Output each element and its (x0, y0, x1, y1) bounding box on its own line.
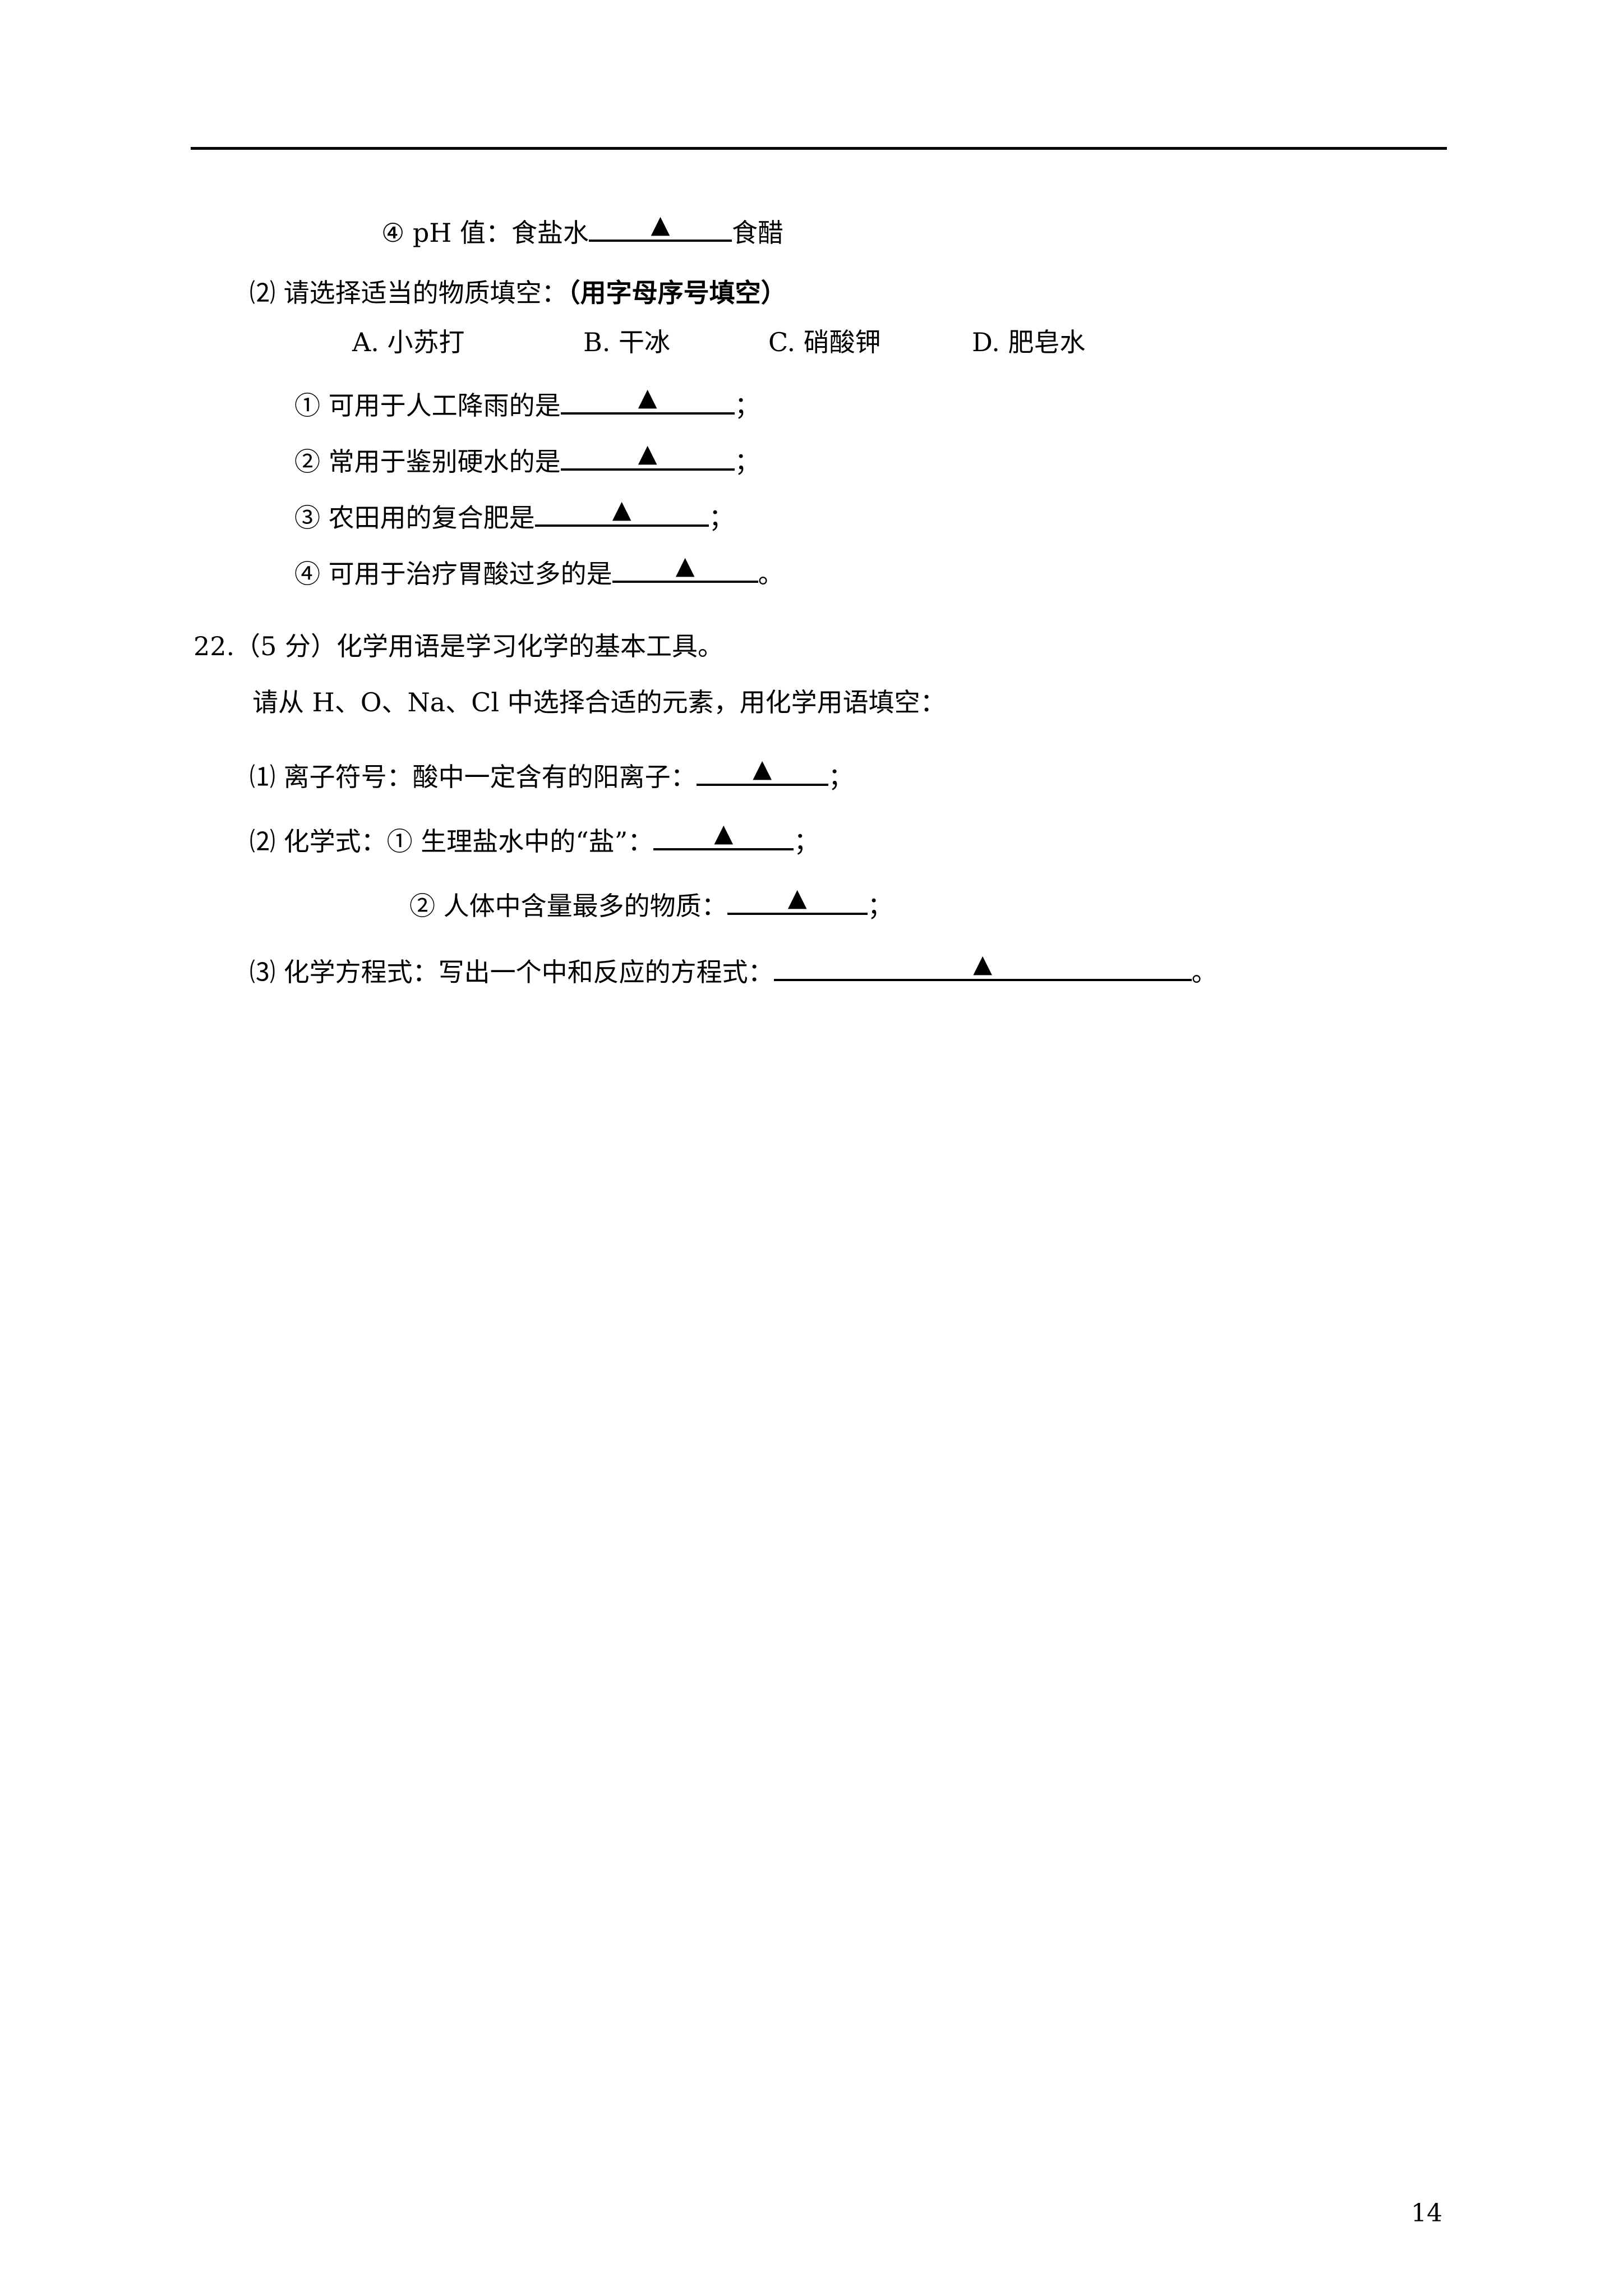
q21-2-item-3: ③ 农田用的复合肥是▲； (294, 495, 735, 533)
q22-part-2a: ⑵ 化学式：① 生理盐水中的“盐”：▲； (250, 819, 820, 857)
q22-intro: 请从 H、O、Na、Cl 中选择合适的元素，用化学用语填空： (252, 687, 946, 717)
answer-blank[interactable]: ▲ (560, 383, 735, 415)
answer-blank[interactable]: ▲ (534, 495, 709, 527)
triangle-marker-icon: ▲ (973, 950, 993, 978)
answer-blank[interactable]: ▲ (589, 210, 732, 242)
triangle-marker-icon: ▲ (612, 495, 631, 524)
q22-title: 22.（5 分）化学用语是学习化学的基本工具。 (193, 631, 724, 661)
option-c: C. 硝酸钾 (768, 327, 881, 357)
answer-blank[interactable]: ▲ (773, 950, 1192, 981)
q22-part-1: ⑴ 离子符号：酸中一定含有的阳离子：▲； (250, 754, 854, 793)
triangle-marker-icon: ▲ (651, 210, 670, 239)
q21-2-options: A. 小苏打 B. 干冰 C. 硝酸钾 D. 肥皂水 (352, 325, 1086, 359)
answer-blank[interactable]: ▲ (612, 551, 758, 583)
q21-1-item-4: ④ pH 值：食盐水▲食醋 (381, 210, 784, 249)
triangle-marker-icon: ▲ (638, 383, 657, 412)
q21-2-item-1: ① 可用于人工降雨的是▲； (294, 383, 760, 421)
answer-blank[interactable]: ▲ (653, 819, 794, 850)
option-b: B. 干冰 (583, 327, 671, 357)
triangle-marker-icon: ▲ (675, 551, 695, 580)
header-rule (191, 147, 1447, 150)
q21-2-item-2: ② 常用于鉴别硬水的是▲； (294, 439, 760, 477)
option-d: D. 肥皂水 (972, 327, 1086, 357)
triangle-marker-icon: ▲ (714, 819, 734, 848)
answer-blank[interactable]: ▲ (696, 754, 828, 786)
option-a: A. 小苏打 (352, 327, 465, 357)
answer-blank[interactable]: ▲ (560, 439, 735, 471)
q22-part-3: ⑶ 化学方程式：写出一个中和反应的方程式：▲。 (250, 950, 1218, 988)
q21-2-item-4: ④ 可用于治疗胃酸过多的是▲。 (294, 551, 784, 590)
triangle-marker-icon: ▲ (753, 754, 772, 783)
answer-blank[interactable]: ▲ (727, 884, 868, 915)
q21-2-lead: ⑵ 请选择适当的物质填空：（用字母序号填空） (250, 278, 787, 308)
triangle-marker-icon: ▲ (787, 884, 807, 912)
triangle-marker-icon: ▲ (638, 439, 657, 468)
q22-part-2b: ② 人体中含量最多的物质：▲； (409, 884, 893, 922)
page-number: 14 (1411, 2199, 1442, 2228)
